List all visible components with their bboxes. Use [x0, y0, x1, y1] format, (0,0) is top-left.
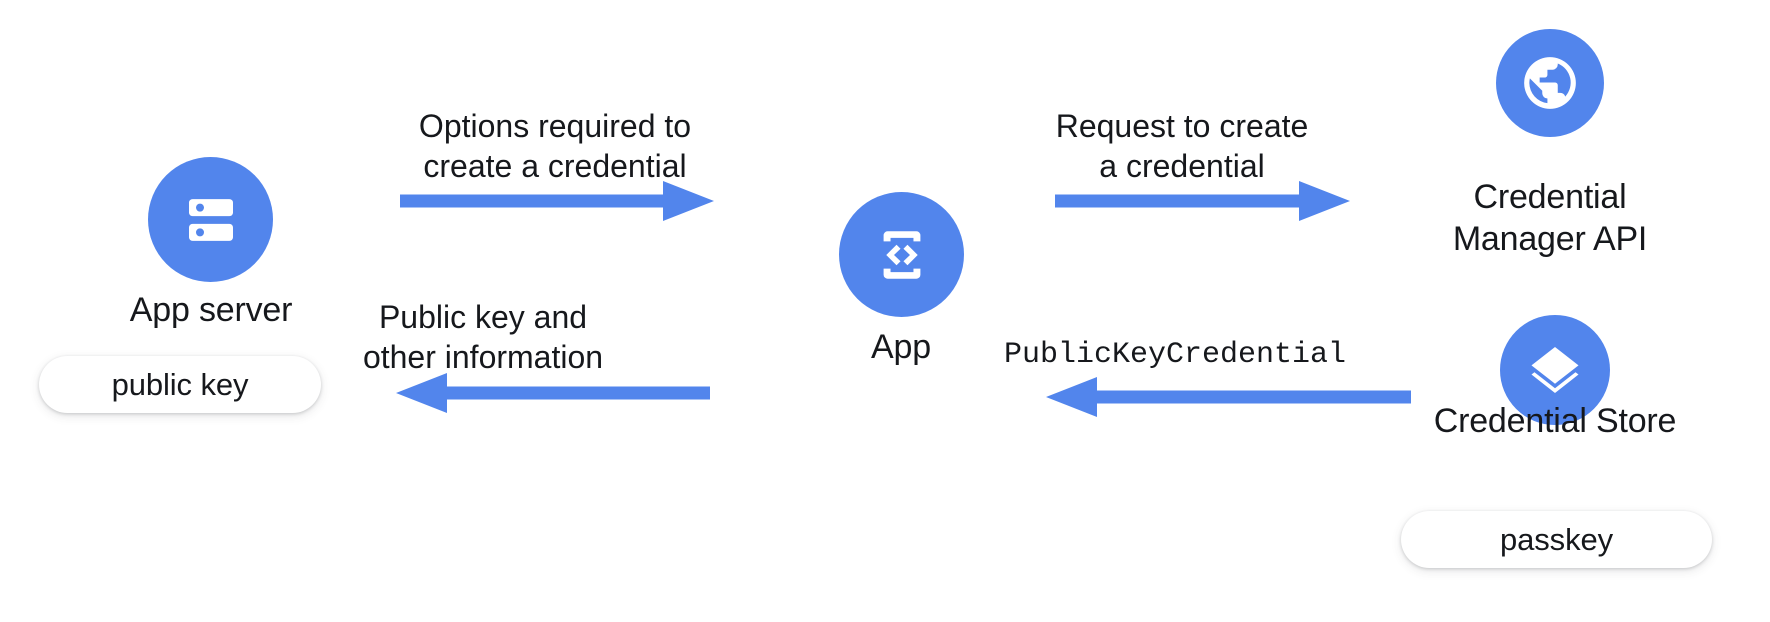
flow-label-options-required: Options required to create a credential: [418, 108, 692, 184]
credential-store-chip-passkey: passkey: [1401, 511, 1712, 568]
flow-label-public-key-credential: PublicKeyCredential: [1003, 338, 1347, 372]
flow-arrow-public-key-and-other-information: [390, 372, 710, 414]
app-server-chip-public-key: public key: [39, 356, 321, 413]
server-icon: [178, 187, 244, 253]
layers-icon: [1524, 339, 1586, 401]
app-code-device-icon: [870, 223, 934, 287]
flow-arrow-public-key-credential: [1040, 370, 1411, 417]
credential-manager-api-icon-badge: [1496, 29, 1604, 137]
flow-label-public-key-and-other-information: Public key and other information: [362, 299, 604, 375]
credential-store-icon-badge: [1500, 315, 1610, 425]
flow-arrow-options-required: [400, 180, 720, 222]
globe-icon: [1517, 50, 1583, 116]
flow-label-request-to-create: Request to create a credential: [1055, 108, 1309, 184]
flow-arrow-request-to-create: [1055, 180, 1375, 222]
credential-store-label: Credential Store: [1433, 402, 1677, 440]
app-server-icon-badge: [148, 157, 273, 282]
app-icon-badge: [839, 192, 964, 317]
app-server-label: App server: [129, 291, 293, 329]
credential-manager-api-label: Credential Manager API: [1452, 178, 1648, 258]
app-label: App: [871, 328, 931, 366]
